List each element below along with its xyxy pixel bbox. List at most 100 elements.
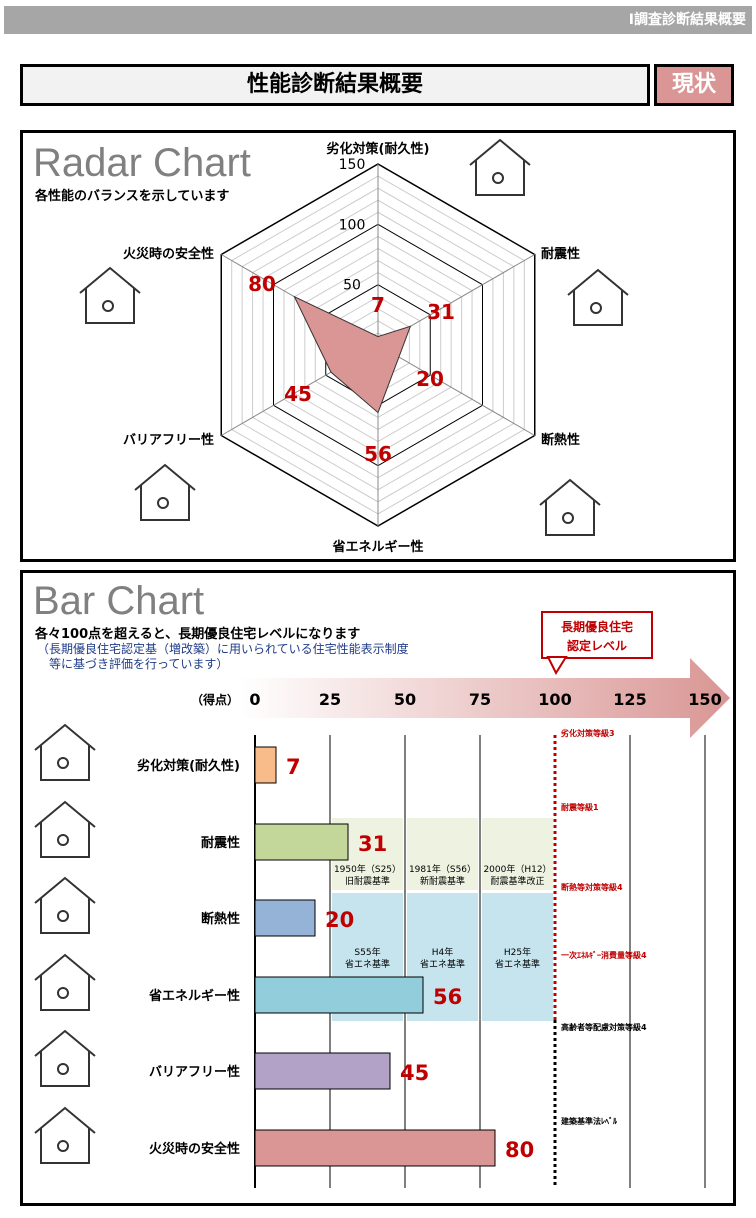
bar-title: Bar Chart (33, 579, 205, 623)
page-title: 性能診断結果概要 (20, 64, 650, 106)
x-tick-label: 0 (249, 690, 260, 709)
callout-box (541, 611, 653, 659)
x-tick-label: 50 (394, 690, 416, 709)
seismic-band (407, 818, 478, 890)
bar (254, 823, 349, 861)
category-label: 火災時の安全性 (149, 1141, 240, 1157)
bar-value-label: 31 (358, 832, 387, 856)
bar-value-label: 7 (286, 755, 301, 779)
x-tick-label: 100 (538, 690, 571, 709)
house-outline (34, 800, 96, 858)
bar-panel: Bar Chart 各々100点を超えると、長期優良住宅レベルになります （長期… (20, 570, 736, 1206)
category-label: 断熱性 (201, 911, 240, 927)
scale-arrow (240, 658, 730, 738)
x-tick-label: 25 (319, 690, 341, 709)
person-head (590, 302, 602, 314)
x-tick-label: 150 (688, 690, 721, 709)
radar-tick-label: 150 (339, 157, 366, 173)
radar-axis (377, 344, 536, 436)
radar-axis-label: 断熱性 (541, 432, 580, 448)
energy-band-year: H25年 (504, 946, 531, 958)
seismic-band-year: 1981年（S56） (409, 863, 476, 875)
category-label: 劣化対策(耐久性) (137, 758, 240, 774)
radar-axis-label: 耐震性 (541, 246, 580, 262)
radar-axis-label: 劣化対策(耐久性) (327, 141, 430, 157)
category-icon (34, 1106, 96, 1164)
bar-subtitle: 各々100点を超えると、長期優良住宅レベルになります (35, 627, 361, 642)
radar-chart: 050100150劣化対策(耐久性)耐震性断熱性省エネルギー性バリアフリー性火災… (79, 138, 629, 555)
person-head (492, 172, 504, 184)
radar-panel: Radar Chart 各性能のバランスを示しています (20, 130, 736, 562)
radar-title: Radar Chart (33, 141, 251, 185)
person-head (57, 757, 69, 769)
category-icon (34, 800, 96, 858)
category-icon (34, 723, 96, 781)
category-label: バリアフリー性 (149, 1064, 240, 1080)
category-icon (34, 876, 96, 934)
house-outline (134, 463, 196, 521)
person-head (57, 1140, 69, 1152)
insulation-icon (539, 478, 601, 536)
fire-safety-icon (79, 266, 141, 324)
earthquake-icon (567, 268, 629, 326)
radar-axis-label: バリアフリー性 (123, 432, 214, 448)
energy-band-year: H4年 (432, 946, 454, 958)
energy-band-label: 省エネ基準 (495, 958, 540, 970)
house-outline (34, 1029, 96, 1087)
person-head (102, 300, 114, 312)
radar-value-label: 20 (416, 367, 444, 391)
radar-tick-label: 50 (343, 278, 361, 294)
radar-value-label: 45 (284, 382, 312, 406)
category-icon (34, 953, 96, 1011)
house-outline (469, 138, 531, 196)
radar-value-label: 7 (371, 293, 385, 317)
person-head (57, 910, 69, 922)
level-label: 一次ｴﾈﾙｷﾞｰ消費量等級4 (561, 950, 647, 960)
person-head (57, 1063, 69, 1075)
level-label: 劣化対策等級3 (560, 728, 615, 738)
seismic-band (482, 818, 553, 890)
level-label: 断熱等対策等級4 (561, 882, 623, 892)
x-tick-label: 75 (469, 690, 491, 709)
bar-value-label: 20 (325, 908, 354, 932)
category-label: 省エネルギー性 (148, 988, 240, 1004)
section-header: Ⅰ調査診断結果概要 (4, 6, 752, 34)
seismic-band-label: 旧耐震基準 (345, 875, 390, 887)
callout-pointer (546, 656, 568, 676)
radar-value-label: 80 (248, 272, 276, 296)
bar (254, 976, 424, 1014)
x-tick-label: 125 (613, 690, 646, 709)
bar (254, 1129, 496, 1167)
bar-value-label: 56 (433, 985, 462, 1009)
bar-note-2: 等に基づき評価を行っています） (49, 657, 229, 671)
house-outline (34, 953, 96, 1011)
person-head (157, 497, 169, 509)
house-outline (79, 266, 141, 324)
durability-icon (469, 138, 531, 196)
house-outline (567, 268, 629, 326)
radar-value-label: 31 (427, 300, 455, 324)
bar-value-label: 80 (505, 1138, 534, 1162)
energy-band (482, 893, 553, 1021)
house-outline (34, 876, 96, 934)
radar-subtitle: 各性能のバランスを示しています (35, 189, 230, 204)
radar-value-label: 56 (364, 442, 392, 466)
energy-band-year: S55年 (354, 946, 380, 958)
radar-axis-label: 火災時の安全性 (123, 246, 214, 262)
status-badge: 現状 (654, 64, 734, 106)
house-outline (34, 723, 96, 781)
score-label: （得点） (191, 692, 239, 707)
seismic-band-year: 1950年（S25） (334, 863, 401, 875)
level-label: 建築基準法ﾚﾍﾞﾙ (560, 1116, 618, 1126)
bar (254, 1052, 391, 1090)
bar-note-1: （長期優良住宅認定基（増改築）に用いられている住宅性能表示制度 (37, 642, 409, 656)
seismic-band-label: 新耐震基準 (420, 875, 465, 887)
callout-line-2: 認定レベル (567, 638, 627, 653)
house-outline (34, 1106, 96, 1164)
person-head (562, 512, 574, 524)
energy-band-label: 省エネ基準 (345, 958, 390, 970)
level-label: 高齢者等配慮対策等級4 (561, 1022, 647, 1032)
bar (254, 746, 277, 784)
seismic-band-label: 耐震基準改正 (490, 875, 544, 887)
